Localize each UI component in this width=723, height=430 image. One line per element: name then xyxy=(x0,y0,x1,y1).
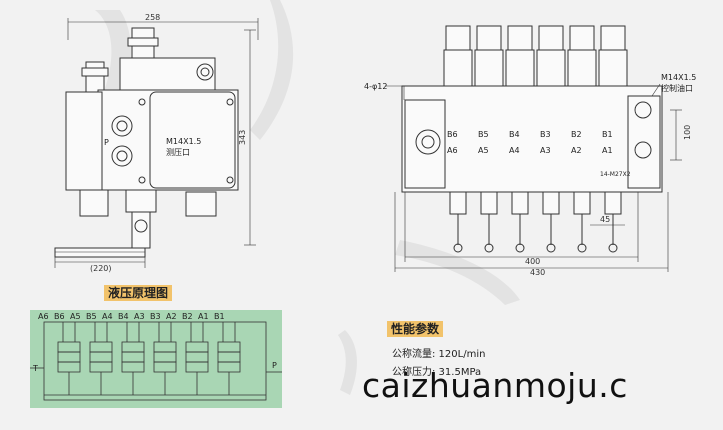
spool-housing xyxy=(443,49,473,91)
spool-eye xyxy=(453,243,463,253)
spool-eye xyxy=(515,243,525,253)
spool-housing xyxy=(567,49,597,91)
spool-cap xyxy=(569,25,595,51)
b-port-label: B1 xyxy=(602,130,613,139)
schematic-port-label: A6 xyxy=(38,312,49,321)
front-view-drawing xyxy=(385,25,682,272)
a-port-label: A4 xyxy=(509,146,520,155)
schematic-port-label: B1 xyxy=(214,312,225,321)
spool-cap xyxy=(476,25,502,51)
control-port-label: 控制油口 xyxy=(661,83,693,93)
spool-housing xyxy=(505,49,535,91)
b-port-label: B2 xyxy=(571,130,582,139)
side-view-height-dim: 343 xyxy=(238,130,247,145)
schematic-port-label: A3 xyxy=(134,312,145,321)
schematic-port-label: B5 xyxy=(86,312,97,321)
spool-end xyxy=(480,191,498,215)
spool-housing xyxy=(474,49,504,91)
b-port-label: B5 xyxy=(478,130,489,139)
front-view-height-dim: 100 xyxy=(683,125,692,140)
nominal-flow: 公称流量: 120L/min xyxy=(392,349,486,360)
mount-holes-label: 4-φ12 xyxy=(364,82,387,91)
spool-housing xyxy=(598,49,628,91)
schematic-port-label: B3 xyxy=(150,312,161,321)
length-430-dim: 430 xyxy=(530,268,545,277)
pressure-port-thread: M14X1.5 xyxy=(166,137,201,146)
control-port-thread: M14X1.5 xyxy=(661,73,696,82)
schematic-port-label: A2 xyxy=(166,312,177,321)
schematic-port-label: A1 xyxy=(198,312,209,321)
performance-params-heading: 性能参数 xyxy=(387,321,444,337)
b-port-label: B4 xyxy=(509,130,520,139)
site-watermark: caizhuanmoju.c xyxy=(362,366,628,405)
schematic-port-label: A4 xyxy=(102,312,113,321)
a-port-label: A5 xyxy=(478,146,489,155)
spool-end xyxy=(511,191,529,215)
thread-note: 14-M27X2 xyxy=(600,171,631,178)
spool-cap xyxy=(600,25,626,51)
schematic-t-label: T xyxy=(32,364,38,373)
a-port-label: A6 xyxy=(447,146,458,155)
length-400-dim: 400 xyxy=(525,257,540,266)
a-port-label: A1 xyxy=(602,146,613,155)
spool-eye xyxy=(577,243,587,253)
spool-eye xyxy=(546,243,556,253)
spool-pitch-dim: 45 xyxy=(600,215,610,224)
spool-end xyxy=(449,191,467,215)
spool-cap xyxy=(445,25,471,51)
spool-housing xyxy=(536,49,566,91)
spool-end xyxy=(604,191,622,215)
spool-end xyxy=(573,191,591,215)
a-port-label: A3 xyxy=(540,146,551,155)
b-port-label: B6 xyxy=(447,130,458,139)
schematic-port-label: B4 xyxy=(118,312,129,321)
handle-length-dim: (220) xyxy=(90,264,112,273)
spool-cap xyxy=(538,25,564,51)
p-port-label: P xyxy=(104,138,109,147)
hydraulic-diagram-title: 液压原理图 xyxy=(104,285,173,301)
nominal-pressure: 公称压力: 31.5MPa xyxy=(392,367,482,378)
side-view-drawing xyxy=(54,18,259,268)
b-port-label: B3 xyxy=(540,130,551,139)
spool-eye xyxy=(484,243,494,253)
schematic-port-label: B2 xyxy=(182,312,193,321)
spool-end xyxy=(542,191,560,215)
pressure-port-label: 测压口 xyxy=(166,148,190,157)
schematic-p-label: P xyxy=(272,361,277,370)
schematic-port-label: A5 xyxy=(70,312,81,321)
schematic-port-label: B6 xyxy=(54,312,65,321)
spool-cap xyxy=(507,25,533,51)
schematic-panel xyxy=(30,310,282,408)
a-port-label: A2 xyxy=(571,146,582,155)
spool-eye xyxy=(608,243,618,253)
side-view-width-dim: 258 xyxy=(145,13,160,22)
